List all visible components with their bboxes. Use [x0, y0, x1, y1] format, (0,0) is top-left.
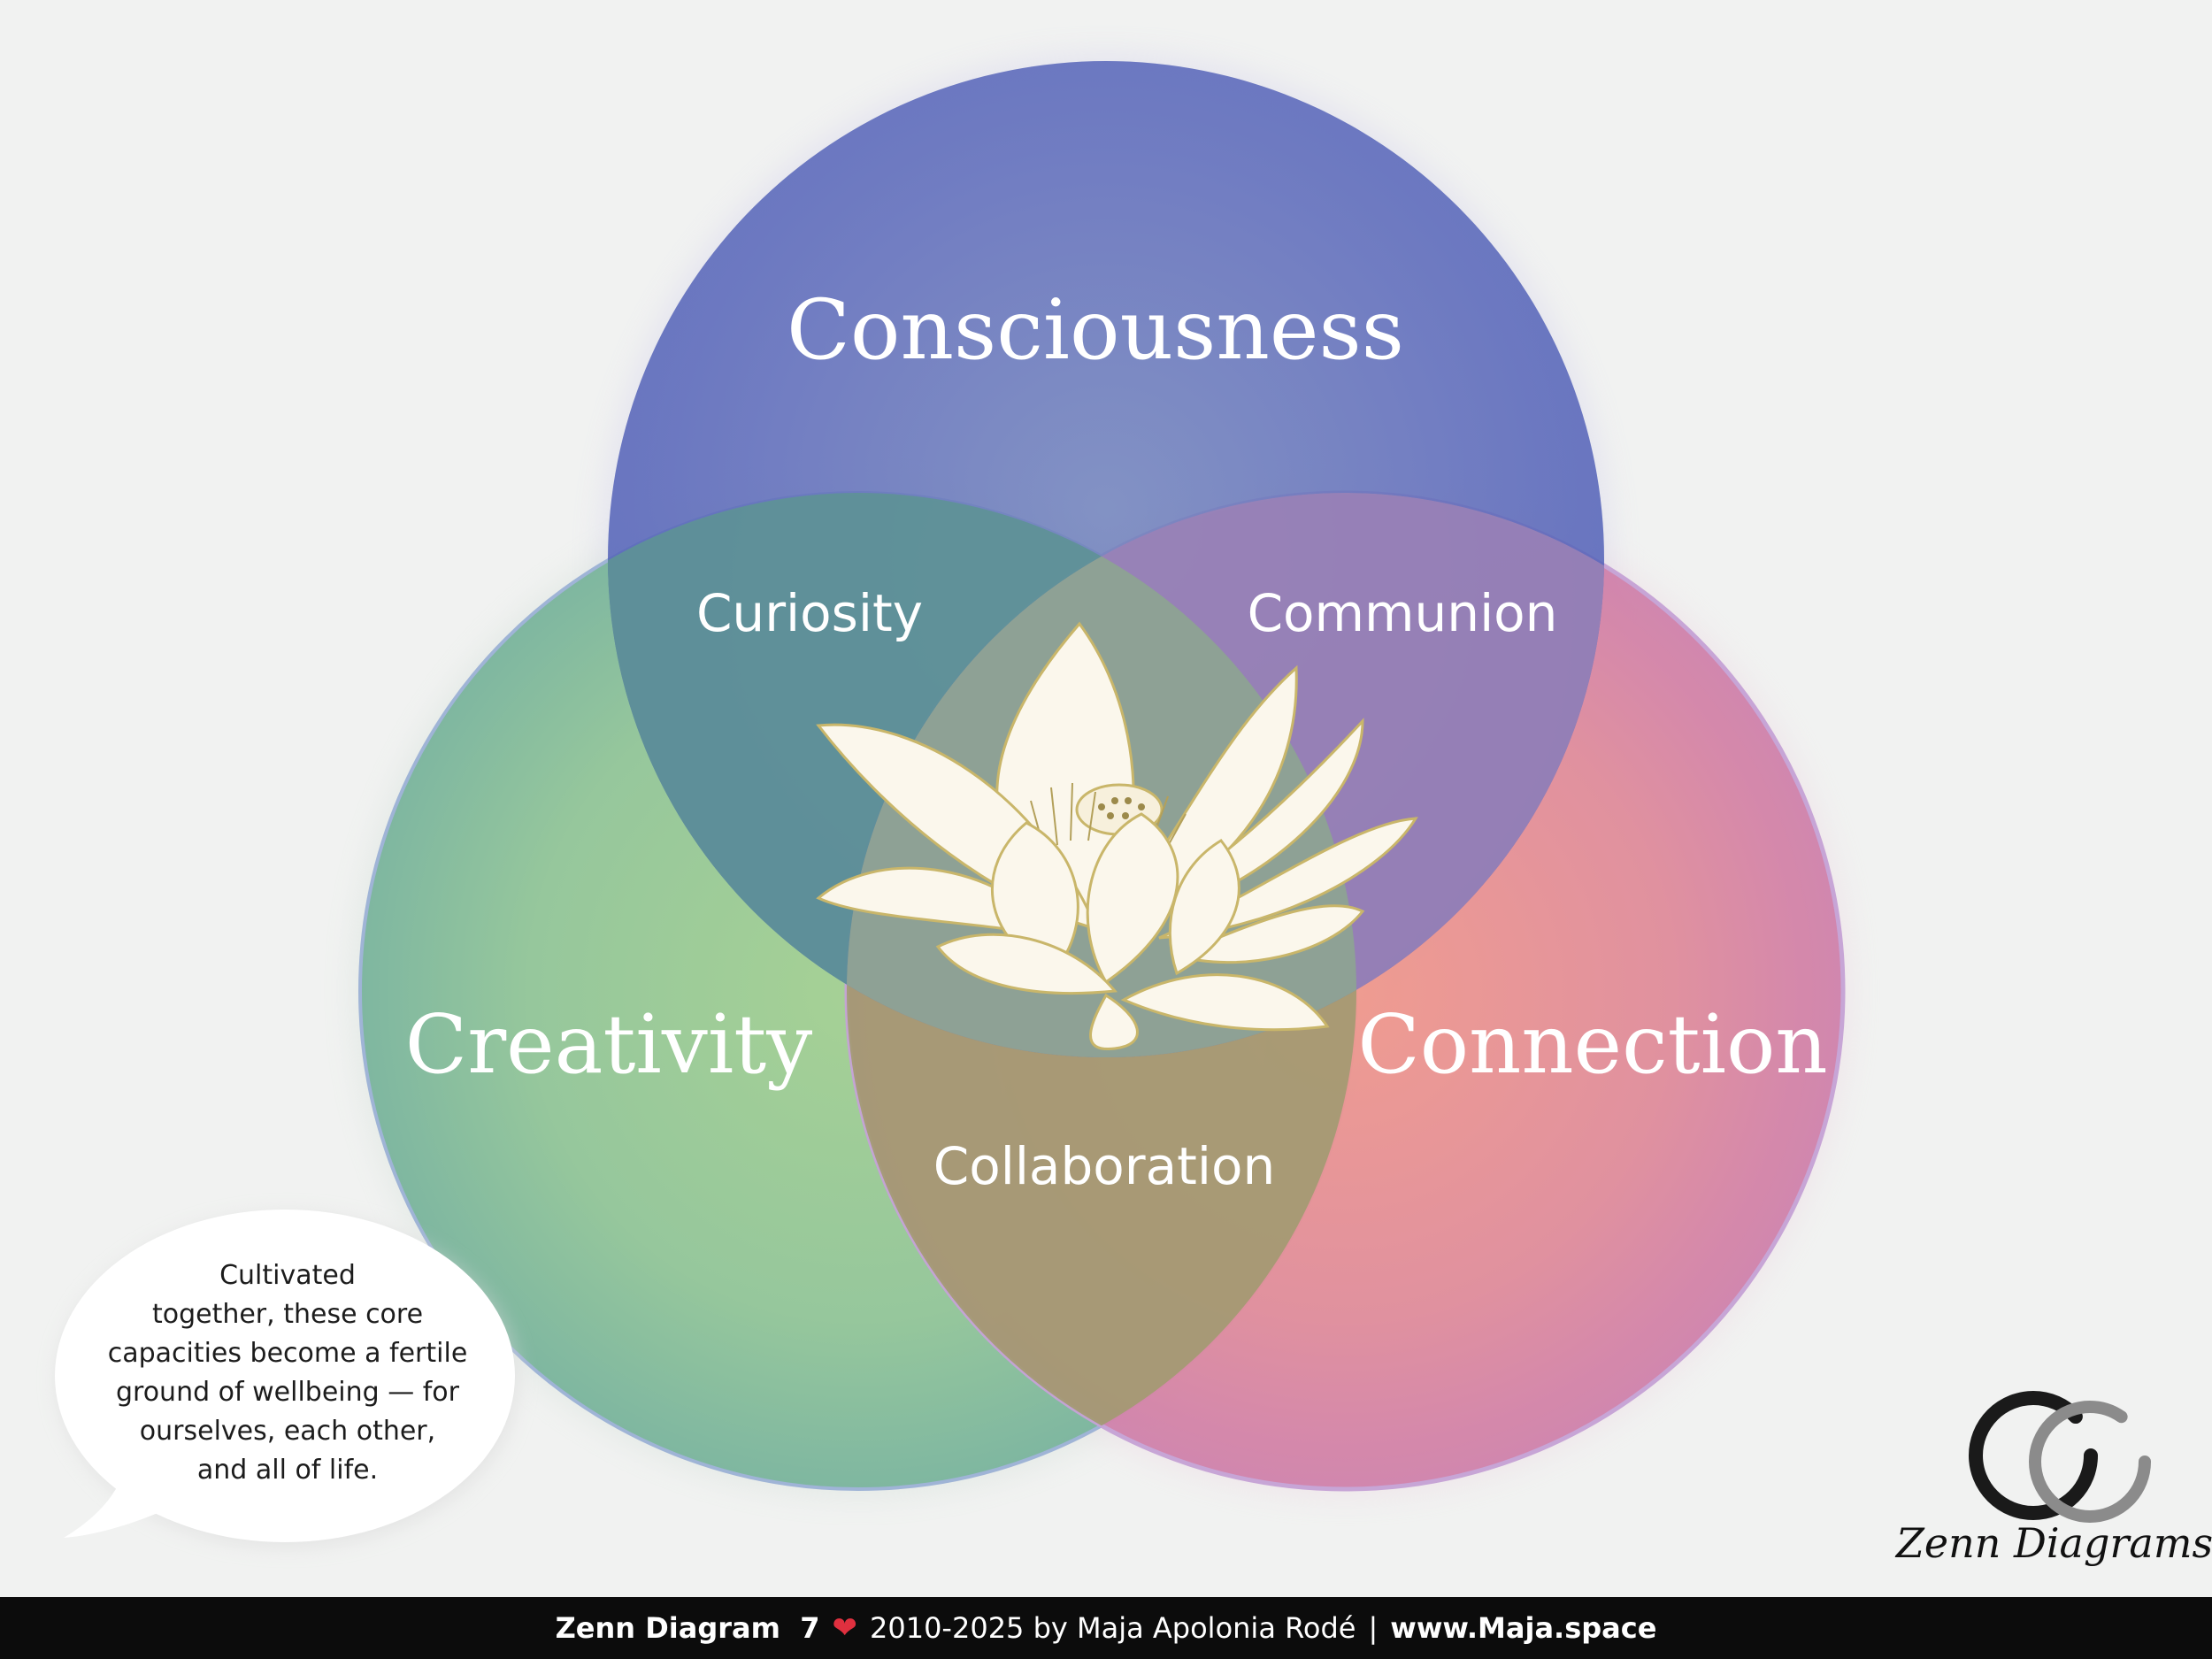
bubble-text: Cultivated together, these core capaciti…	[80, 1256, 495, 1490]
footer-website-link[interactable]: www.Maja.space	[1390, 1611, 1657, 1645]
connection-label: Connection	[1357, 997, 1827, 1092]
footer-separator: |	[1368, 1611, 1379, 1645]
bubble-line: Cultivated	[219, 1260, 356, 1291]
creativity-label: Creativity	[405, 997, 812, 1092]
curiosity-label: Curiosity	[696, 583, 923, 643]
bubble-line: capacities become a fertile	[107, 1338, 468, 1369]
venn-diagram: Consciousness Creativity Connection Curi…	[55, 55, 2212, 1567]
footer-title: Zenn Diagram 7	[555, 1611, 820, 1645]
collaboration-label: Collaboration	[933, 1136, 1276, 1196]
footer-bar: Zenn Diagram 7 ❤ 2010-2025 by Maja Apolo…	[0, 1597, 2212, 1659]
footer-credit: 2010-2025 by Maja Apolonia Rodé	[869, 1611, 1356, 1645]
bubble-line: and all of life.	[196, 1455, 379, 1486]
bubble-line: ourselves, each other,	[139, 1416, 436, 1447]
consciousness-label: Consciousness	[787, 282, 1404, 379]
bubble-line: together, these core	[151, 1299, 424, 1330]
logo-text: Zenn Diagrams	[1894, 1519, 2212, 1567]
bubble-line: ground of wellbeing — for	[115, 1377, 459, 1408]
zenn-rings-logo-icon	[1969, 1391, 2151, 1523]
heart-icon: ❤	[832, 1610, 857, 1646]
speech-bubble	[55, 1210, 519, 1548]
diagram-stage: Consciousness Creativity Connection Curi…	[55, 55, 2212, 1567]
communion-label: Communion	[1248, 583, 1558, 643]
lotus-flower-icon	[816, 621, 1418, 1051]
